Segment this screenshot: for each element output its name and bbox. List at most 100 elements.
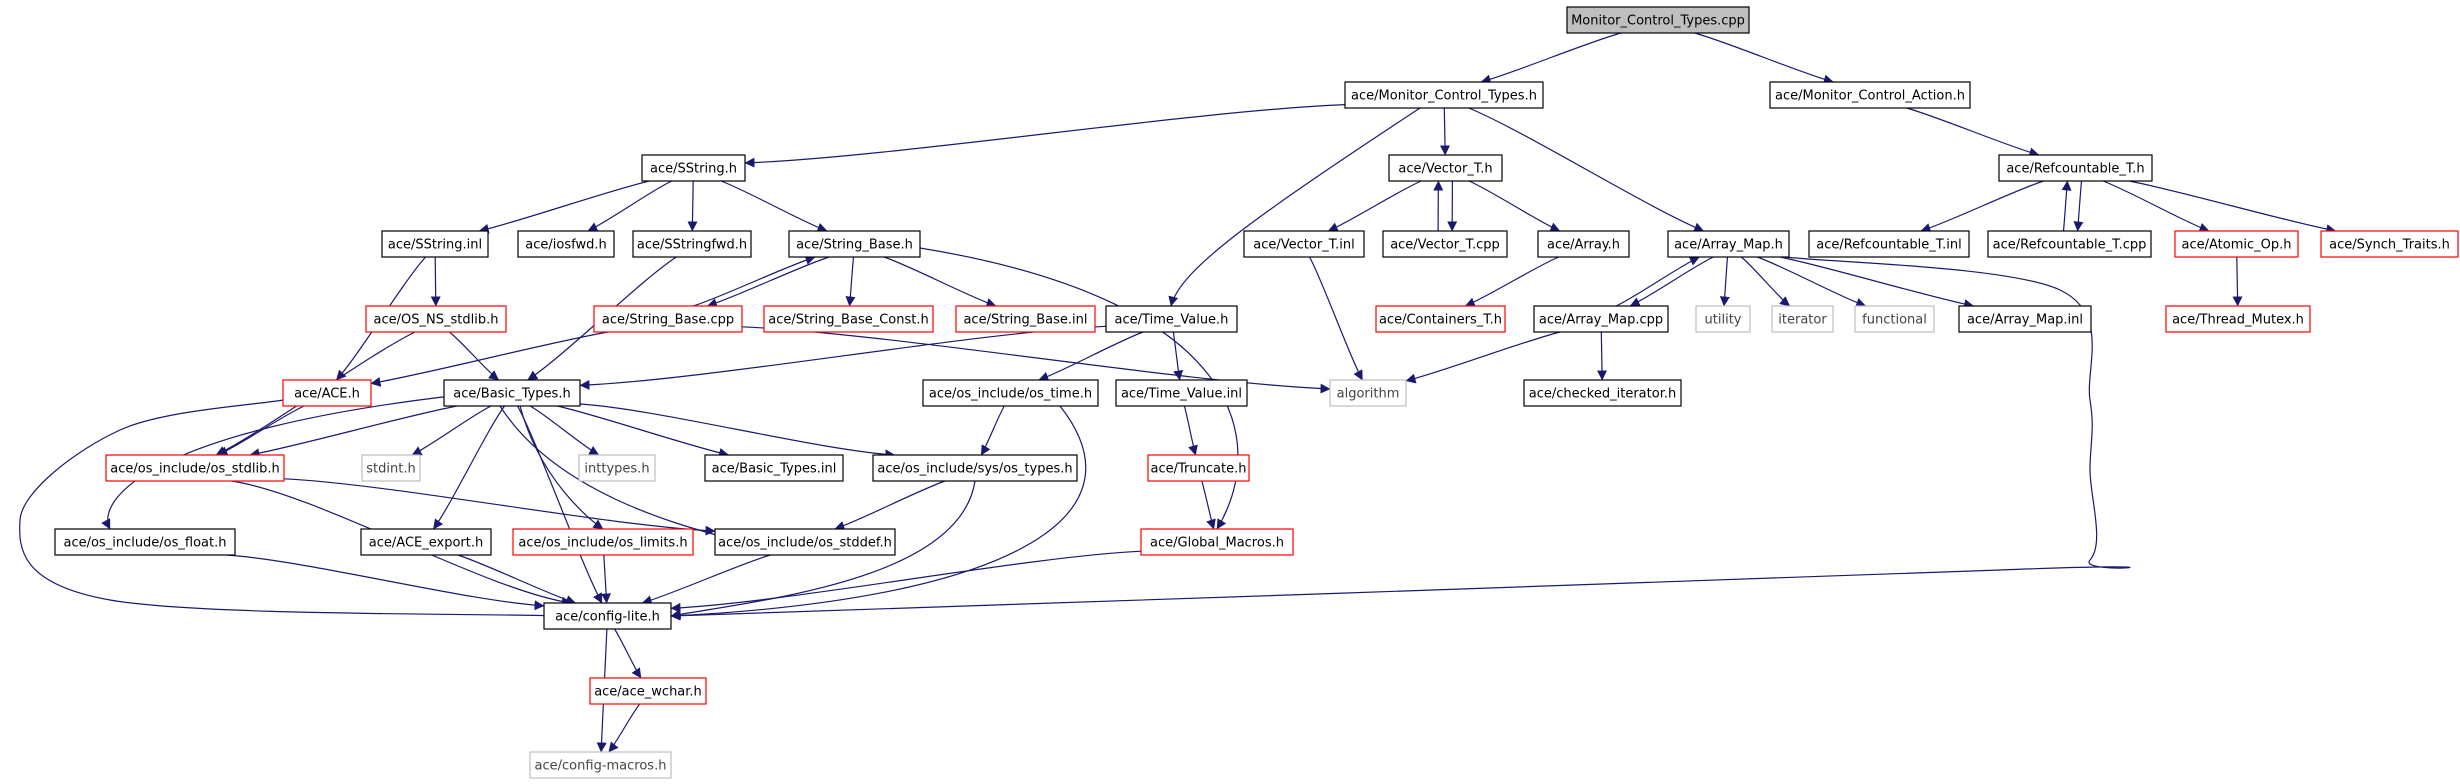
node-label: ace/os_include/os_time.h [929, 387, 1092, 402]
node-containers-t-h[interactable]: ace/Containers_T.h [1375, 305, 1506, 333]
edge-mca-h-to-refc-h [1906, 107, 2040, 158]
node-iterator[interactable]: iterator [1771, 305, 1834, 333]
node-synch-traits-h[interactable]: ace/Synch_Traits.h [2320, 230, 2459, 258]
node-box [1533, 305, 1669, 333]
node-global-macros-h[interactable]: ace/Global_Macros.h [1140, 528, 1294, 556]
node-atomic-op-h[interactable]: ace/Atomic_Op.h [2174, 230, 2299, 258]
edge-time-value-h-to-time-value-inl [1172, 331, 1184, 381]
node-sstring-inl[interactable]: ace/SString.inl [381, 230, 489, 258]
node-label: inttypes.h [584, 462, 649, 477]
node-box [788, 230, 921, 258]
node-box [1105, 305, 1238, 333]
node-algorithm[interactable]: algorithm [1329, 379, 1407, 407]
node-box [1566, 6, 1750, 34]
node-ace-export-h[interactable]: ace/ACE_export.h [360, 528, 492, 556]
node-ace-wchar-h[interactable]: ace/ace_wchar.h [589, 677, 707, 705]
node-basic-types-h[interactable]: ace/Basic_Types.h [443, 379, 581, 407]
node-os-time-h[interactable]: ace/os_include/os_time.h [922, 379, 1099, 407]
edge-string-base-h-to-string-base-cpp [706, 256, 830, 308]
edge-refc-h-to-refc-inl [1920, 180, 2044, 233]
edge-mct-h-to-sstring-h [744, 104, 1346, 168]
node-label: ace/Atomic_Op.h [2182, 238, 2292, 253]
node-label: utility [1705, 313, 1742, 328]
node-label: ace/OS_NS_stdlib.h [374, 313, 499, 328]
node-label: ace/ACE.h [294, 387, 360, 402]
node-stdint-h[interactable]: stdint.h [361, 454, 421, 482]
node-os-stdlib-h[interactable]: ace/os_include/os_stdlib.h [105, 454, 285, 482]
node-array-h[interactable]: ace/Array.h [1537, 230, 1630, 258]
node-vector-inl[interactable]: ace/Vector_T.inl [1243, 230, 1365, 258]
node-mca-h[interactable]: ace/Monitor_Control_Action.h [1769, 81, 1971, 109]
node-time-value-h[interactable]: ace/Time_Value.h [1105, 305, 1238, 333]
node-truncate-h[interactable]: ace/Truncate.h [1147, 454, 1250, 482]
node-sstring-h[interactable]: ace/SString.h [641, 154, 746, 182]
node-label: ace/Array.h [1547, 238, 1620, 253]
node-box [360, 528, 492, 556]
node-array-map-h[interactable]: ace/Array_Map.h [1667, 230, 1790, 258]
node-box [763, 305, 934, 333]
node-box [282, 379, 372, 407]
node-sstringfwd-h[interactable]: ace/SStringfwd.h [632, 230, 752, 258]
edge-string-base-h-to-string-base-inl [883, 256, 997, 308]
node-label: ace/iosfwd.h [525, 238, 606, 253]
node-label: ace/String_Base_Const.h [768, 313, 928, 328]
node-box [1382, 230, 1508, 258]
edge-sstring-h-to-string-base-h [720, 180, 828, 233]
node-label: ace/String_Base.inl [963, 313, 1087, 328]
edge-array-map-cpp-to-algorithm [1405, 331, 1561, 384]
node-box [2320, 230, 2459, 258]
node-os-ns-stdlib-h[interactable]: ace/OS_NS_stdlib.h [365, 305, 507, 333]
node-box [1115, 379, 1248, 407]
node-string-base-inl[interactable]: ace/String_Base.inl [955, 305, 1096, 333]
node-functional[interactable]: functional [1854, 305, 1935, 333]
node-iosfwd-h[interactable]: ace/iosfwd.h [517, 230, 615, 258]
node-label: ace/SString.h [650, 162, 737, 177]
node-config-macros-h[interactable]: ace/config-macros.h [529, 751, 672, 779]
node-os-stddef-h[interactable]: ace/os_include/os_stddef.h [714, 528, 896, 556]
node-string-base-cpp[interactable]: ace/String_Base.cpp [593, 305, 743, 333]
node-sys-types-h[interactable]: ace/os_include/sys/os_types.h [872, 454, 1078, 482]
edge-refc-h-to-refc-cpp [2073, 180, 2084, 232]
node-label: stdint.h [366, 462, 415, 477]
edge-atomic-op-h-to-thread-mutex-h [2232, 256, 2243, 307]
edge-time-value-inl-to-truncate-h [1183, 405, 1198, 456]
node-utility[interactable]: utility [1695, 305, 1751, 333]
node-label: ace/Global_Macros.h [1150, 536, 1284, 551]
node-basic-types-inl[interactable]: ace/Basic_Types.inl [704, 454, 844, 482]
node-label: ace/Basic_Types.h [453, 387, 570, 402]
node-label: ace/config-macros.h [535, 759, 667, 774]
node-os-float-h[interactable]: ace/os_include/os_float.h [54, 528, 236, 556]
node-box [1854, 305, 1935, 333]
node-checked-iter-h[interactable]: ace/checked_iterator.h [1523, 379, 1682, 407]
node-label: ace/SStringfwd.h [637, 238, 747, 253]
node-box [1243, 230, 1365, 258]
node-box [1998, 154, 2153, 182]
node-string-base-const-h[interactable]: ace/String_Base_Const.h [763, 305, 934, 333]
node-label: ace/Containers_T.h [1379, 313, 1502, 328]
node-box [641, 154, 746, 182]
node-array-map-cpp[interactable]: ace/Array_Map.cpp [1533, 305, 1669, 333]
node-vector-cpp[interactable]: ace/Vector_T.cpp [1382, 230, 1508, 258]
node-refc-cpp[interactable]: ace/Refcountable_T.cpp [1987, 230, 2152, 258]
node-thread-mutex-h[interactable]: ace/Thread_Mutex.h [2165, 305, 2311, 333]
node-refc-h[interactable]: ace/Refcountable_T.h [1998, 154, 2153, 182]
node-os-limits-h[interactable]: ace/os_include/os_limits.h [512, 528, 694, 556]
node-string-base-h[interactable]: ace/String_Base.h [788, 230, 921, 258]
node-ace-h[interactable]: ace/ACE.h [282, 379, 372, 407]
node-box [704, 454, 844, 482]
node-mct-h[interactable]: ace/Monitor_Control_Types.h [1344, 81, 1544, 109]
node-array-map-inl[interactable]: ace/Array_Map.inl [1958, 305, 2092, 333]
edge-basic-types-h-to-os-stdlib-h [249, 405, 458, 459]
node-config-lite-h[interactable]: ace/config-lite.h [543, 602, 672, 630]
node-box [365, 305, 507, 333]
node-label: ace/config-lite.h [555, 610, 660, 625]
node-box [1375, 305, 1506, 333]
node-label: ace/Thread_Mutex.h [2172, 313, 2304, 328]
node-box [1140, 528, 1294, 556]
node-root[interactable]: Monitor_Control_Types.cpp [1566, 6, 1750, 34]
node-vector-h[interactable]: ace/Vector_T.h [1388, 154, 1503, 182]
node-refc-inl[interactable]: ace/Refcountable_T.inl [1808, 230, 1970, 258]
node-inttypes-h[interactable]: inttypes.h [578, 454, 656, 482]
node-time-value-inl[interactable]: ace/Time_Value.inl [1115, 379, 1248, 407]
